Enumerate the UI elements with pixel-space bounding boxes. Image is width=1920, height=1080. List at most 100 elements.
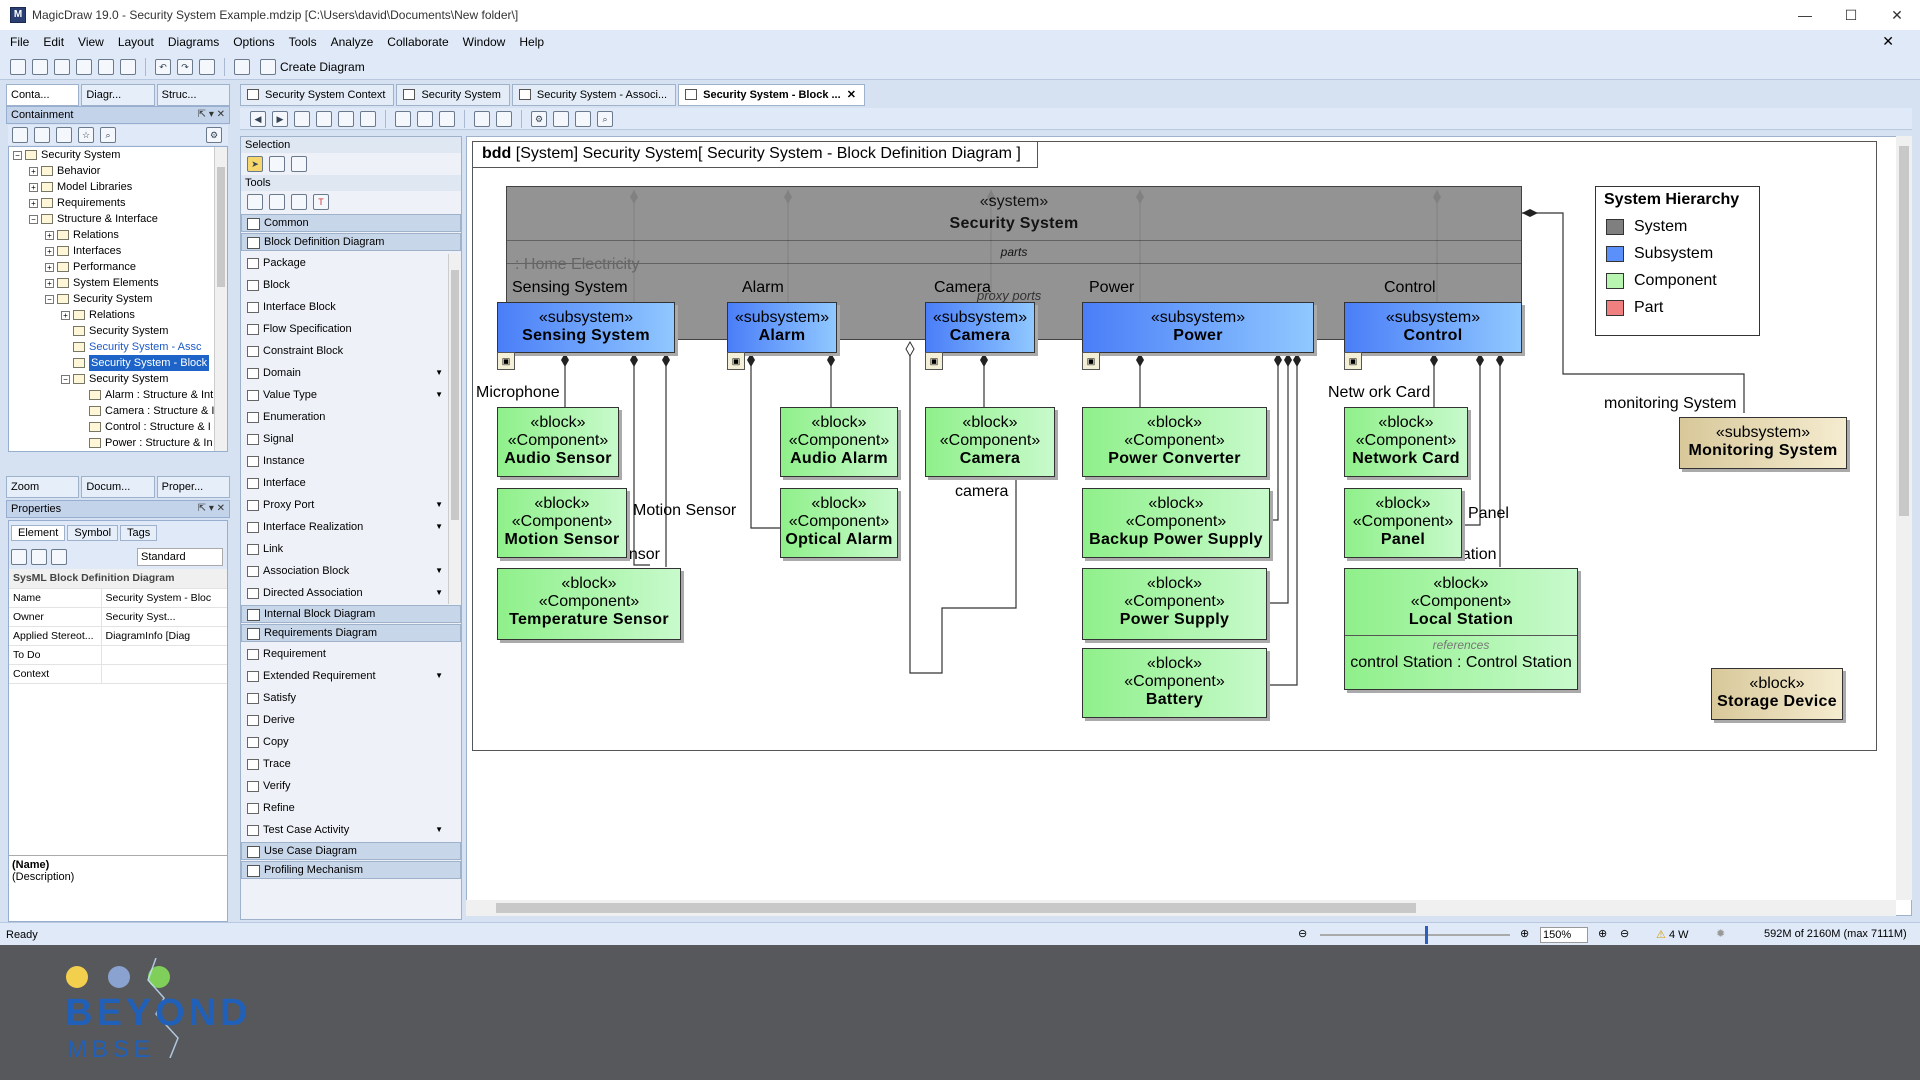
diagram-link-icon[interactable]: ▣ — [925, 352, 943, 370]
memory-indicator[interactable]: 592M of 2160M (max 7111M) — [1764, 928, 1907, 940]
print-icon[interactable] — [76, 58, 92, 75]
tab-documentation[interactable]: Docum... — [81, 476, 155, 498]
expand-toggle-icon[interactable]: − — [13, 150, 22, 160]
tab-structure[interactable]: Struc... — [156, 84, 230, 106]
property-row[interactable]: Applied Stereot...DiagramInfo [Diag — [9, 626, 227, 646]
palette-group[interactable]: Profiling Mechanism — [241, 861, 461, 879]
palette-item[interactable]: Refine — [241, 797, 461, 819]
distribute-icon[interactable] — [417, 110, 433, 127]
tab-containment[interactable]: Conta... — [6, 84, 80, 106]
paste-icon[interactable] — [360, 110, 376, 127]
tree-item[interactable]: Camera : Structure & I — [9, 403, 227, 419]
component-temperature-sensor[interactable]: «block»«Component»Temperature Sensor — [497, 568, 681, 640]
palette-item[interactable]: Satisfy — [241, 687, 461, 709]
tree-item[interactable]: Security System — [9, 323, 227, 339]
tab-properties[interactable]: Proper... — [156, 476, 230, 498]
palette-item[interactable]: Requirement — [241, 643, 461, 665]
component-network-card[interactable]: «block»«Component»Network Card — [1344, 407, 1468, 477]
new-project-icon[interactable] — [10, 58, 26, 75]
containment-tree[interactable]: −Security System+Behavior+Model Librarie… — [8, 146, 228, 452]
fill-color-icon[interactable] — [474, 110, 490, 127]
tree-item[interactable]: +Relations — [9, 227, 227, 243]
collapse-all-icon[interactable] — [12, 127, 28, 143]
palette-item[interactable]: Proxy Port▼ — [241, 494, 461, 516]
sort-icon[interactable] — [31, 549, 47, 565]
tree-item[interactable]: +Relations — [9, 307, 227, 323]
expand-toggle-icon[interactable]: − — [29, 214, 38, 224]
lasso-icon[interactable] — [291, 156, 307, 172]
gear-icon[interactable]: ⚙ — [206, 127, 222, 143]
palette-scrollbar[interactable] — [448, 254, 461, 604]
text-icon[interactable]: T — [313, 194, 329, 210]
component-audio-alarm[interactable]: «block»«Component»Audio Alarm — [780, 407, 898, 477]
palette-item[interactable]: Association Block▼ — [241, 560, 461, 582]
menu-edit[interactable]: Edit — [43, 35, 65, 49]
palette-item[interactable]: Constraint Block — [241, 340, 461, 362]
symbol-properties-icon[interactable] — [575, 110, 591, 127]
palette-group[interactable]: Internal Block Diagram — [241, 605, 461, 623]
diagram-link-icon[interactable]: ▣ — [727, 352, 745, 370]
tree-item[interactable]: +System Elements — [9, 275, 227, 291]
dropdown-arrow-icon[interactable]: ▼ — [435, 500, 443, 509]
tree-item[interactable]: Security System - Block — [9, 355, 227, 371]
expand-toggle-icon[interactable]: − — [45, 294, 54, 304]
tab-security-system-assoc[interactable]: Security System - Associ... — [511, 84, 677, 106]
save-icon[interactable] — [54, 58, 70, 75]
zoom-slider[interactable] — [1320, 926, 1510, 944]
separator-icon[interactable] — [291, 194, 307, 210]
redo-icon[interactable]: ↷ — [177, 58, 193, 75]
canvas-vertical-scrollbar[interactable] — [1896, 136, 1912, 900]
tab-security-system-block[interactable]: Security System - Block ... ✕ — [678, 84, 866, 106]
expand-toggle-icon[interactable]: + — [45, 278, 54, 288]
tree-item[interactable]: −Security System — [9, 147, 227, 163]
panel-controls-icon[interactable]: ⇱ ▾ ✕ — [197, 109, 225, 120]
subsystem-sensing-system[interactable]: «subsystem»Sensing System — [497, 302, 675, 353]
component-optical-alarm[interactable]: «block»«Component»Optical Alarm — [780, 488, 898, 558]
component-power-supply[interactable]: «block»«Component»Power Supply — [1082, 568, 1267, 640]
palette-item[interactable]: Value Type▼ — [241, 384, 461, 406]
palette-item[interactable]: Copy — [241, 731, 461, 753]
palette-group[interactable]: Requirements Diagram — [241, 624, 461, 642]
close-tab-icon[interactable]: ✕ — [846, 89, 857, 101]
subsystem-camera[interactable]: «subsystem»Camera — [925, 302, 1035, 353]
menu-options[interactable]: Options — [233, 35, 275, 49]
diagram-link-icon[interactable]: ▣ — [1344, 352, 1362, 370]
favorite-icon[interactable]: ☆ — [78, 127, 94, 143]
palette-item[interactable]: Link — [241, 538, 461, 560]
tree-item[interactable]: Security System - Assc — [9, 339, 227, 355]
maximize-button[interactable]: ☐ — [1844, 7, 1858, 23]
tab-zoom[interactable]: Zoom — [6, 476, 80, 498]
property-value[interactable]: DiagramInfo [Diag — [101, 626, 227, 646]
palette-item[interactable]: Interface Block — [241, 296, 461, 318]
tree-item[interactable]: +Model Libraries — [9, 179, 227, 195]
component-audio-sensor[interactable]: «block»«Component»Audio Sensor — [497, 407, 619, 477]
show-inherited-icon[interactable] — [51, 549, 67, 565]
palette-item[interactable]: Flow Specification — [241, 318, 461, 340]
diagram-link-icon[interactable]: ▣ — [497, 352, 515, 370]
categorized-icon[interactable] — [11, 549, 27, 565]
panel-controls-icon[interactable]: ⇱ ▾ ✕ — [197, 503, 225, 514]
palette-item[interactable]: Signal — [241, 428, 461, 450]
diagram-link-icon[interactable]: ▣ — [1082, 352, 1100, 370]
diagram-info-icon[interactable] — [553, 110, 569, 127]
zoom-in-icon[interactable]: ⊕ — [1520, 928, 1530, 940]
diagram-wizard-icon[interactable] — [234, 58, 250, 75]
palette-item[interactable]: Instance — [241, 450, 461, 472]
dropdown-arrow-icon[interactable]: ▼ — [435, 671, 443, 680]
select-icon[interactable] — [294, 110, 310, 127]
tab-tags[interactable]: Tags — [120, 525, 158, 541]
palette-scroll-thumb[interactable] — [451, 270, 459, 520]
tree-item[interactable]: Alarm : Structure & Int — [9, 387, 227, 403]
back-icon[interactable]: ◀ — [250, 110, 266, 127]
tab-security-system[interactable]: Security System — [396, 84, 510, 106]
tree-item[interactable]: −Structure & Interface — [9, 211, 227, 227]
palette-item[interactable]: Directed Association▼ — [241, 582, 461, 604]
expand-toggle-icon[interactable]: + — [61, 310, 70, 320]
tab-security-system-context[interactable]: Security System Context — [240, 84, 395, 106]
tree-scroll-thumb[interactable] — [217, 167, 225, 287]
palette-item[interactable]: Trace — [241, 753, 461, 775]
menu-file[interactable]: File — [10, 35, 30, 49]
